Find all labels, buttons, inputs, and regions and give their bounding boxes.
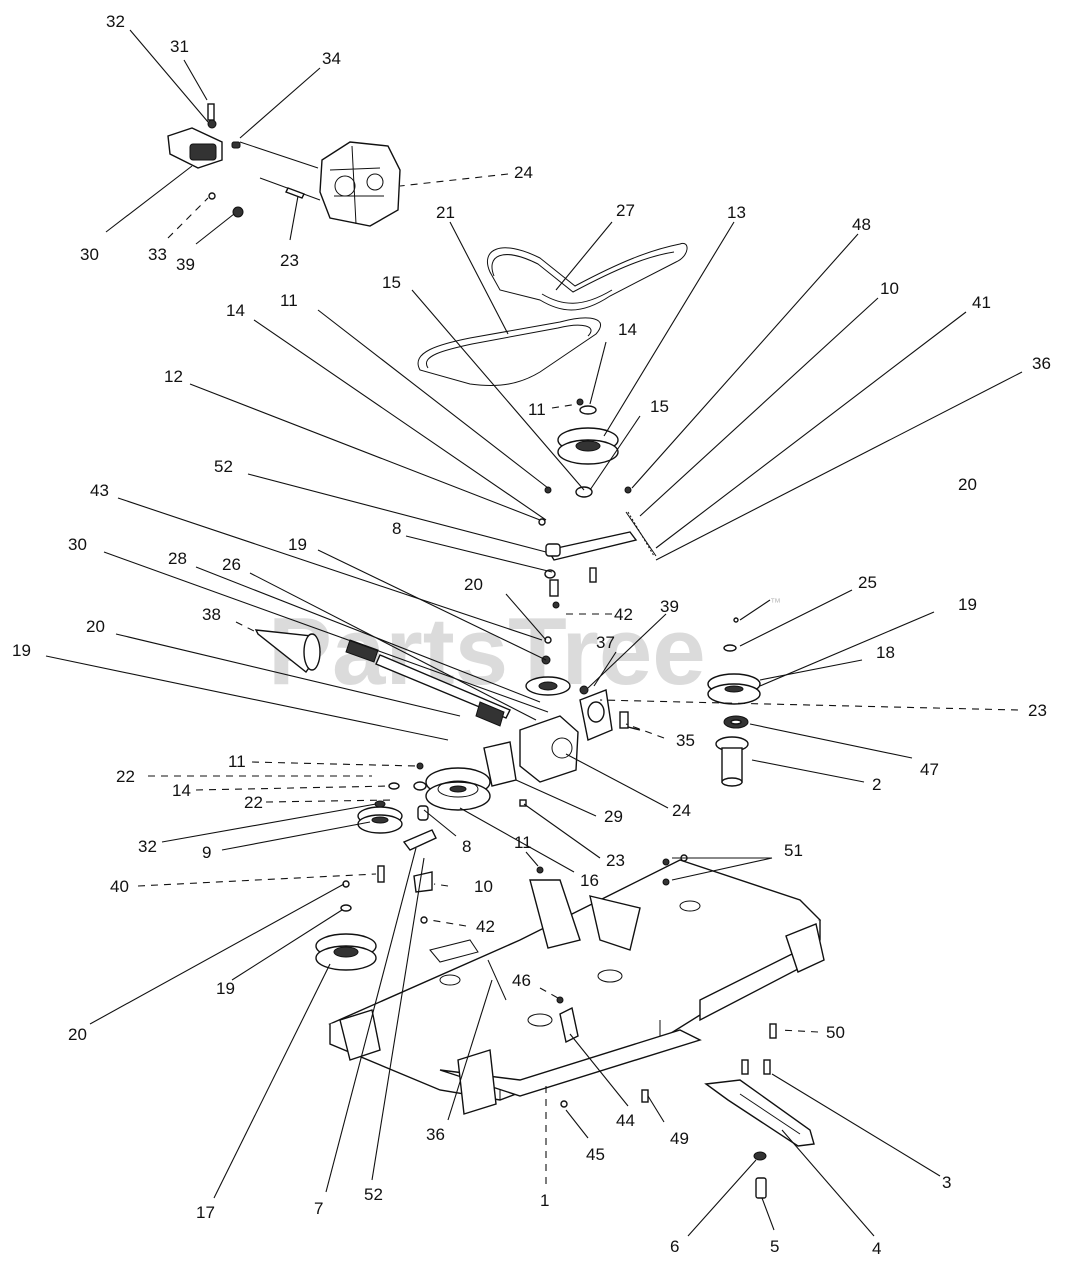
callout-46: 46 xyxy=(512,971,531,990)
idler-pulley-13 xyxy=(557,398,632,498)
callout-37: 37 xyxy=(596,633,615,652)
callout-11-left: 11 xyxy=(228,752,246,771)
callout-34: 34 xyxy=(322,49,341,68)
callout-15: 15 xyxy=(382,273,401,292)
callout-41: 41 xyxy=(972,293,991,312)
partstree-watermark: PartsTree xyxy=(268,598,706,705)
callout-11-lower: 11 xyxy=(514,833,532,852)
callout-48: 48 xyxy=(852,215,871,234)
idler-arm-and-spring xyxy=(538,486,657,609)
callout-38: 38 xyxy=(202,605,221,624)
callout-31: 31 xyxy=(170,37,189,56)
callout-42: 42 xyxy=(614,605,633,624)
callout-labels: 32 31 34 24 30 33 39 23 27 21 13 48 10 4… xyxy=(12,12,1051,1258)
callout-35: 35 xyxy=(676,731,695,750)
drive-belts xyxy=(417,242,688,386)
callout-10: 10 xyxy=(880,279,899,298)
callout-19: 19 xyxy=(288,535,307,554)
callout-30: 30 xyxy=(80,245,99,264)
callout-22: 22 xyxy=(116,767,135,786)
callout-47: 47 xyxy=(920,760,939,779)
callout-14-left: 14 xyxy=(172,781,191,800)
callout-22-lower: 22 xyxy=(244,793,263,812)
part-illustrations xyxy=(167,103,825,1199)
callout-18: 18 xyxy=(876,643,895,662)
callout-15-upper-pulley: 15 xyxy=(650,397,669,416)
callout-1: 1 xyxy=(540,1191,549,1210)
mower-deck xyxy=(328,854,825,1115)
callout-10-lower: 10 xyxy=(474,877,493,896)
pto-shaft-assembly xyxy=(254,629,511,727)
callout-21: 21 xyxy=(436,203,455,222)
callout-5: 5 xyxy=(770,1237,779,1256)
callout-20: 20 xyxy=(464,575,483,594)
callout-2: 2 xyxy=(872,775,881,794)
blade-assembly xyxy=(519,711,815,1199)
callout-3: 3 xyxy=(942,1173,951,1192)
lower-gearbox-part xyxy=(483,636,641,787)
callout-32-lower: 32 xyxy=(138,837,157,856)
callout-20-right: 20 xyxy=(958,475,977,494)
callout-25: 25 xyxy=(858,573,877,592)
callout-29: 29 xyxy=(604,807,623,826)
callout-11: 11 xyxy=(280,291,298,310)
callout-44: 44 xyxy=(616,1111,635,1130)
right-spindle xyxy=(707,617,761,787)
callout-36-lower: 36 xyxy=(426,1125,445,1144)
callout-12: 12 xyxy=(164,367,183,386)
callout-8-lower: 8 xyxy=(462,837,471,856)
left-spindle-pulley-17 xyxy=(315,933,377,971)
callout-14: 14 xyxy=(226,301,245,320)
callout-19-left: 19 xyxy=(12,641,31,660)
callout-24: 24 xyxy=(514,163,533,182)
callout-36: 36 xyxy=(1032,354,1051,373)
callout-27: 27 xyxy=(616,201,635,220)
callout-20-bottom: 20 xyxy=(68,1025,87,1044)
callout-19-right: 19 xyxy=(958,595,977,614)
callout-7: 7 xyxy=(314,1199,323,1218)
callout-51: 51 xyxy=(784,841,803,860)
callout-33: 33 xyxy=(148,245,167,264)
callout-19-bottom: 19 xyxy=(216,979,235,998)
callout-23: 23 xyxy=(280,251,299,270)
callout-8: 8 xyxy=(392,519,401,538)
callout-50: 50 xyxy=(826,1023,845,1042)
idler-pulley-9 xyxy=(340,762,544,924)
callout-24-lower: 24 xyxy=(672,801,691,820)
callout-39-lower: 39 xyxy=(660,597,679,616)
callout-52-lower: 52 xyxy=(364,1185,383,1204)
callout-23-lower: 23 xyxy=(606,851,625,870)
callout-6: 6 xyxy=(670,1237,679,1256)
upper-pto-clutch-part xyxy=(167,103,305,218)
callout-42-lower: 42 xyxy=(476,917,495,936)
callout-49: 49 xyxy=(670,1129,689,1148)
leader-lines xyxy=(45,29,1023,1237)
callout-32: 32 xyxy=(106,12,125,31)
callout-40: 40 xyxy=(110,877,129,896)
callout-39: 39 xyxy=(176,255,195,274)
callout-52: 52 xyxy=(214,457,233,476)
center-pulley-16 xyxy=(425,767,491,811)
callout-26: 26 xyxy=(222,555,241,574)
callout-45: 45 xyxy=(586,1145,605,1164)
trademark-mark: ™ xyxy=(770,597,781,609)
callout-4: 4 xyxy=(872,1239,881,1258)
callout-43: 43 xyxy=(90,481,109,500)
callout-28: 28 xyxy=(168,549,187,568)
callout-23-right: 23 xyxy=(1028,701,1047,720)
callout-11-upper-pulley: 11 xyxy=(528,400,546,419)
callout-17: 17 xyxy=(196,1203,215,1222)
callout-30-lower: 30 xyxy=(68,535,87,554)
callout-13: 13 xyxy=(727,203,746,222)
callout-14-upper-pulley: 14 xyxy=(618,320,637,339)
upper-gearbox-part xyxy=(239,141,401,227)
callout-9: 9 xyxy=(202,843,211,862)
callout-16: 16 xyxy=(580,871,599,890)
callout-20-left: 20 xyxy=(86,617,105,636)
